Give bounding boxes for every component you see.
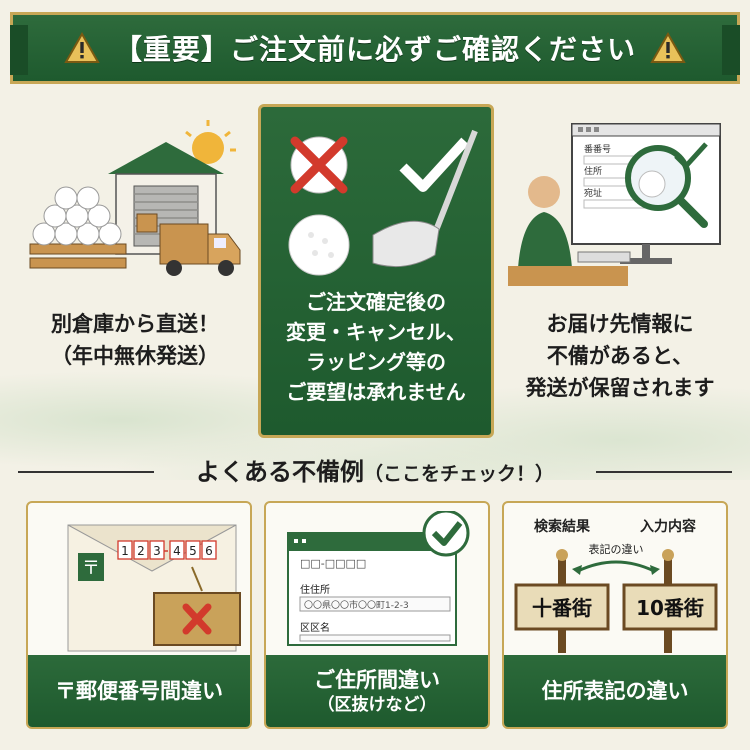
header-banner: 【重要】ご注文前に必ずご確認ください	[10, 12, 740, 84]
card-address: □□-□□□□ 住住所 〇〇県〇〇市〇〇町1-2-3 区区名 ご住所間違い （区…	[264, 501, 490, 729]
card-subtitle: （区抜けなど）	[317, 695, 437, 715]
no-change-text: ご注文確定後の 変更・キャンセル、 ラッピング等の ご要望は承れません	[261, 287, 491, 407]
warning-triangle-icon	[64, 32, 100, 63]
golf-ball-club-illustration	[288, 129, 478, 276]
section-heading: よくある不備例	[195, 458, 364, 486]
svg-text:表記の違い: 表記の違い	[589, 542, 644, 556]
text-line: 発送が保留されます	[525, 376, 715, 400]
cross-mark-icon	[182, 603, 212, 635]
svg-text:番番号: 番番号	[584, 143, 611, 155]
svg-text:〒: 〒	[82, 558, 100, 579]
text-line: （年中無休発送）	[51, 344, 219, 368]
svg-text:〇〇県〇〇市〇〇町1-2-3: 〇〇県〇〇市〇〇町1-2-3	[304, 599, 409, 611]
text-line: 変更・キャンセル、	[286, 320, 466, 344]
text-line: ラッピング等の	[306, 350, 446, 374]
divider-right	[596, 471, 732, 473]
section-title: よくある不備例（ここをチェック！）	[0, 452, 750, 487]
check-mark-icon	[399, 137, 469, 192]
check-mark-icon	[674, 142, 708, 170]
direct-ship-text: 別倉庫から直送！ （年中無休発送）	[22, 308, 248, 372]
svg-text:□□-□□□□: □□-□□□□	[300, 557, 366, 570]
card-notation: 検索結果 入力内容 表記の違い 十番街 10番街 住所表記の違い	[502, 501, 728, 729]
card-title: 〒郵便番号間違い	[55, 679, 223, 703]
postal-envelope-illustration: 〒 1 2 3 4 5 6	[67, 524, 241, 652]
card-label: 〒郵便番号間違い	[28, 655, 250, 727]
svg-text:4: 4	[173, 544, 181, 558]
card-label: 住所表記の違い	[504, 655, 726, 727]
svg-text:十番街: 十番街	[532, 596, 592, 620]
svg-text:1: 1	[121, 544, 129, 558]
svg-text:区区名: 区区名	[300, 621, 330, 634]
svg-text:10番街: 10番街	[636, 596, 704, 620]
address-check-illustration: 番番号 住所 宛址	[508, 123, 721, 286]
text-line: ご要望は承れません	[286, 380, 466, 404]
warning-triangle-icon	[650, 32, 686, 63]
text-line: 不備があると、	[546, 344, 694, 368]
card-label: ご住所間違い （区抜けなど）	[266, 655, 488, 727]
card-title: ご住所間違い	[314, 668, 440, 692]
svg-text:住所: 住所	[584, 165, 602, 177]
card-title: 住所表記の違い	[541, 679, 689, 703]
card-postal-code: 〒 1 2 3 4 5 6 〒郵便番号間違い	[26, 501, 252, 729]
svg-text:住住所: 住住所	[300, 583, 330, 596]
text-line: 別倉庫から直送！	[51, 312, 219, 336]
address-form-illustration: □□-□□□□ 住住所 〇〇県〇〇市〇〇町1-2-3 区区名	[287, 511, 470, 646]
check-mark-icon	[431, 521, 463, 546]
svg-text:入力内容: 入力内容	[640, 518, 696, 535]
address-hold-text: お届け先情報に 不備があると、 発送が保留されます	[500, 308, 740, 404]
svg-text:3: 3	[153, 544, 161, 558]
svg-text:検索結果: 検索結果	[534, 518, 591, 535]
svg-text:2: 2	[137, 544, 145, 558]
signpost-illustration: 検索結果 入力内容 表記の違い 十番街 10番街	[514, 518, 718, 653]
divider-left	[18, 471, 154, 473]
cross-mark-icon	[290, 136, 348, 194]
section-subheading: （ここをチェック！）	[363, 463, 554, 485]
svg-text:宛址: 宛址	[584, 187, 602, 199]
svg-text:5: 5	[189, 544, 197, 558]
text-line: お届け先情報に	[546, 312, 694, 336]
text-line: ご注文確定後の	[306, 290, 446, 314]
page-title: 【重要】ご注文前に必ずご確認ください	[113, 33, 636, 66]
warehouse-truck-illustration	[29, 120, 241, 276]
no-change-card: ご注文確定後の 変更・キャンセル、 ラッピング等の ご要望は承れません	[258, 104, 494, 438]
svg-text:6: 6	[205, 544, 213, 558]
